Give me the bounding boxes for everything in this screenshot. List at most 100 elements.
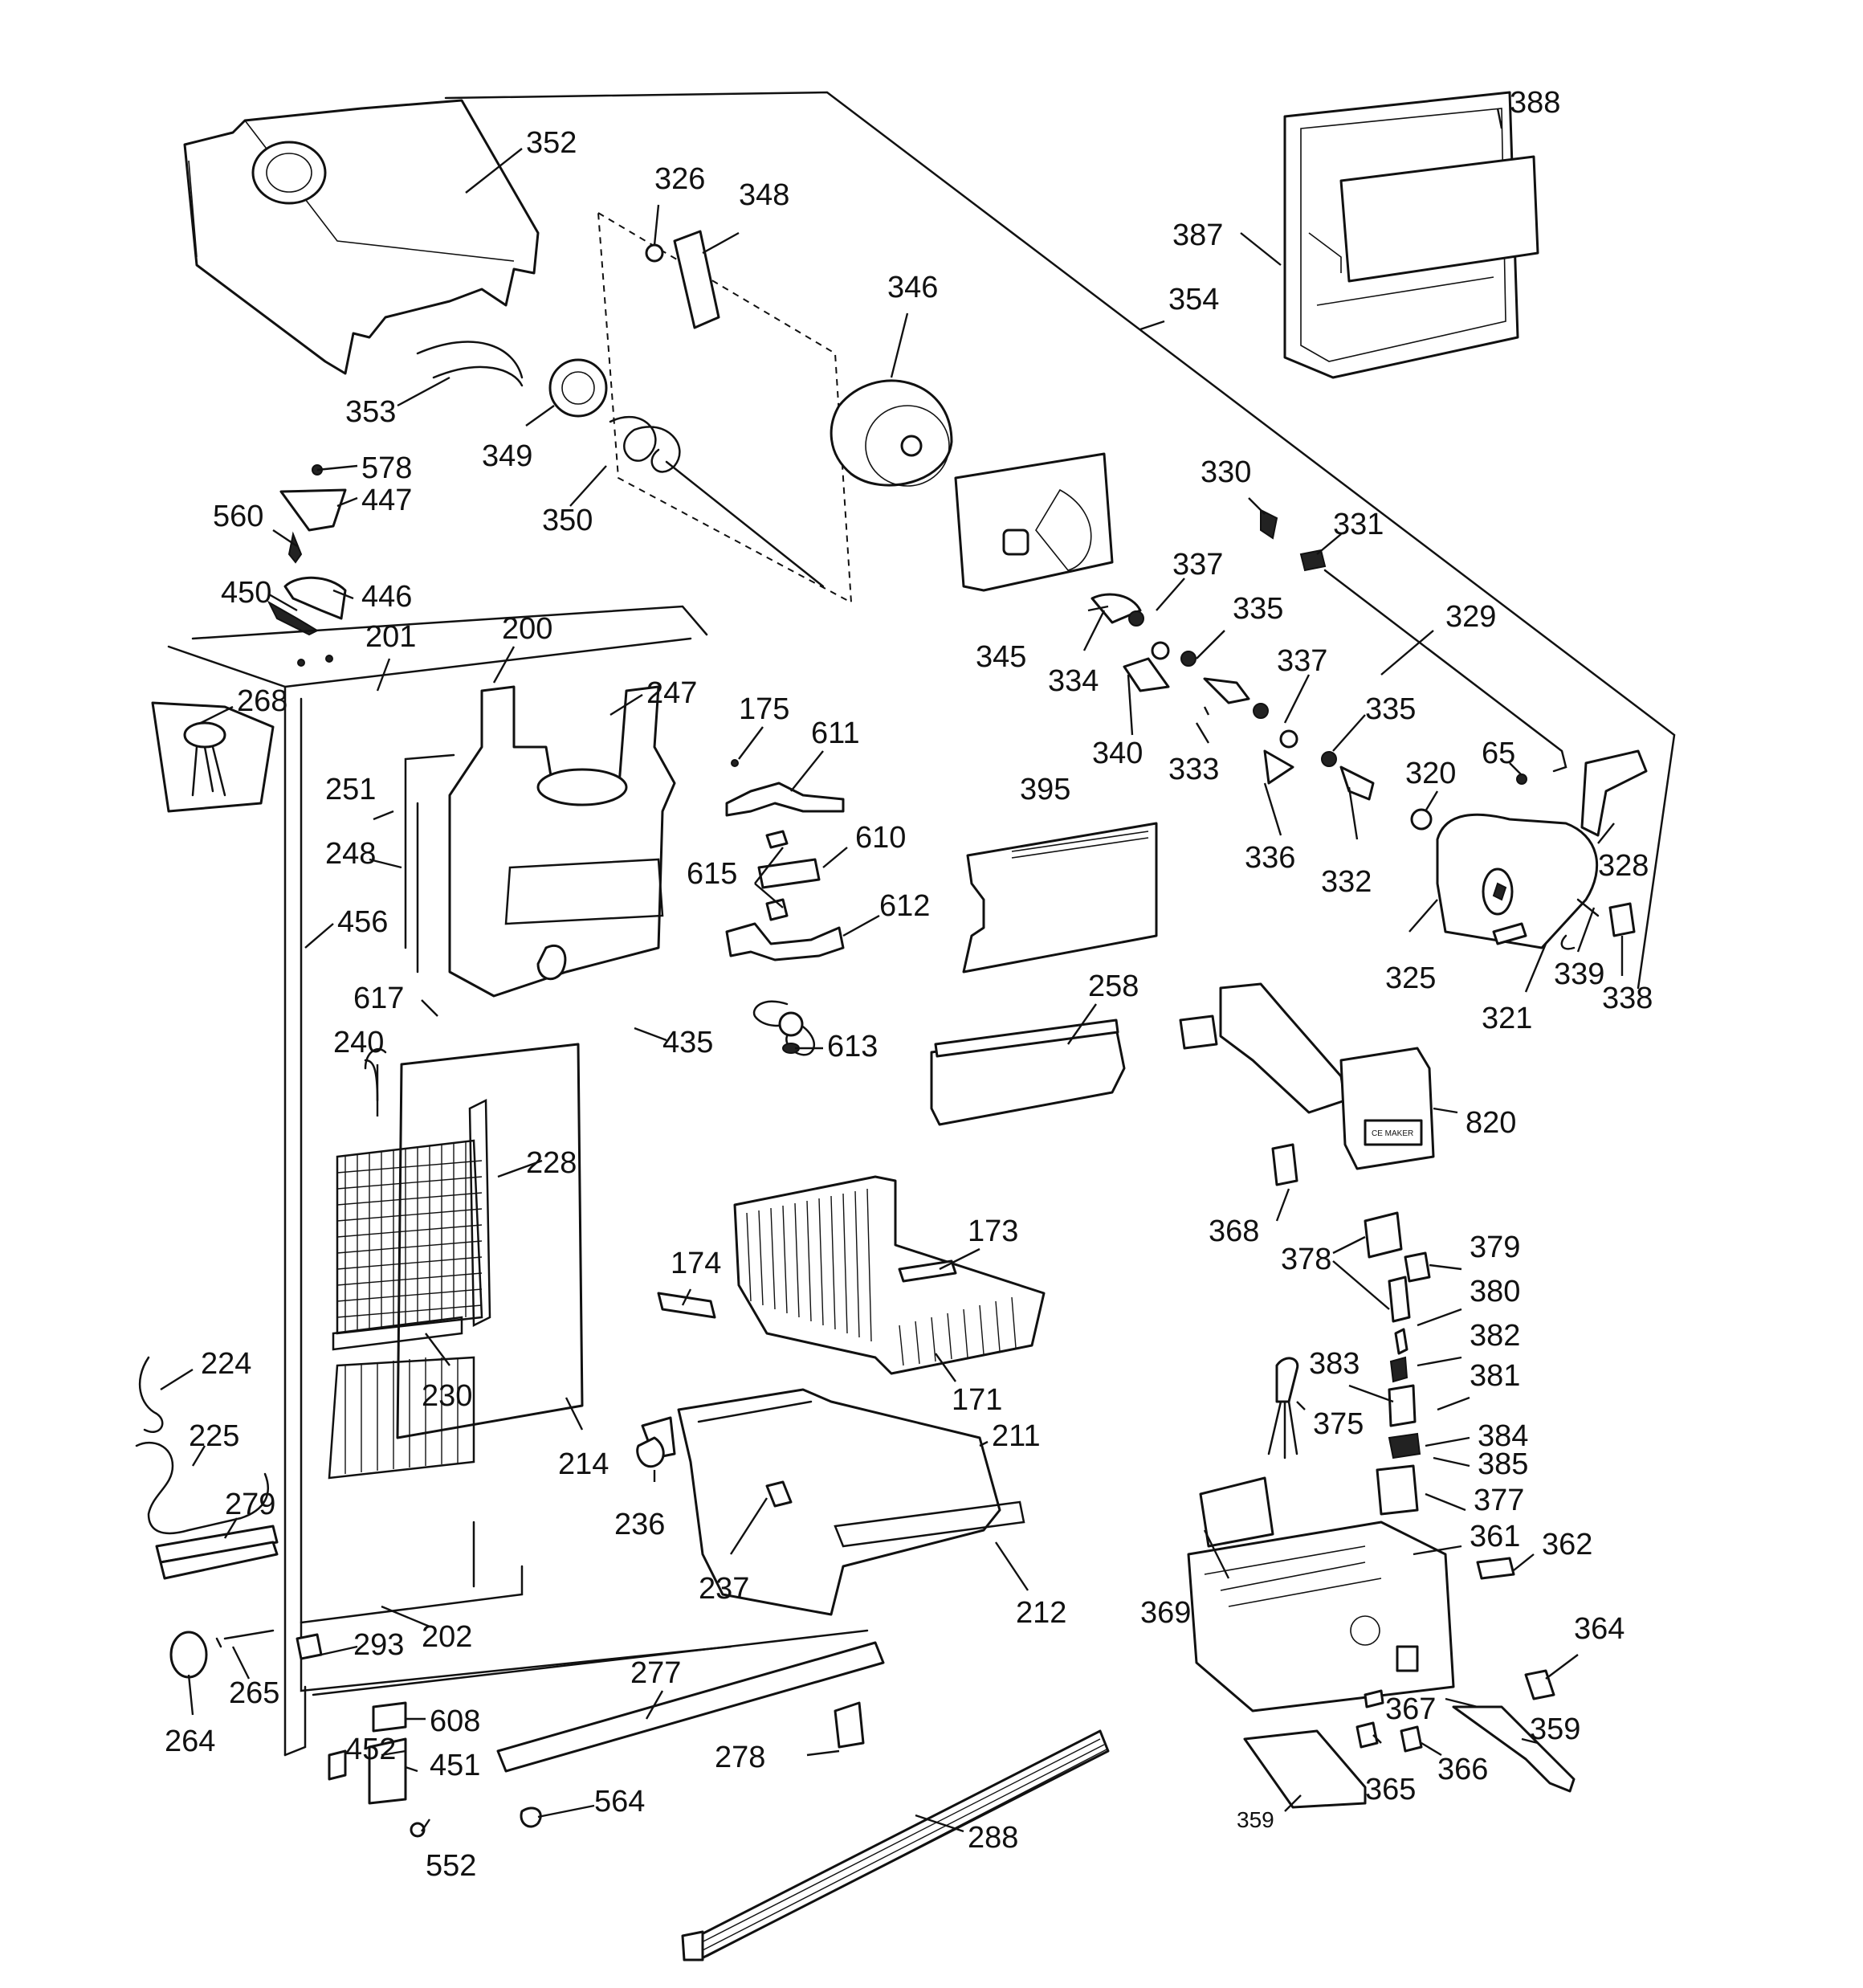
callout-379: 379 xyxy=(1470,1231,1520,1264)
ice-bin-basket-171 xyxy=(657,1175,1046,1375)
evaporator-fan-housing-247 xyxy=(404,685,676,998)
callout-202: 202 xyxy=(422,1620,472,1654)
callout-335a: 335 xyxy=(1233,592,1283,626)
evaporator-coil-228 xyxy=(328,1043,584,1480)
icemaker-label: CE MAKER xyxy=(1372,1129,1413,1138)
callout-330: 330 xyxy=(1201,455,1251,489)
callout-352: 352 xyxy=(526,126,577,160)
callout-240: 240 xyxy=(333,1026,384,1059)
icemaker-mount-plate-345 xyxy=(954,452,1114,592)
callout-268: 268 xyxy=(237,684,287,718)
callout-384: 384 xyxy=(1478,1419,1528,1453)
callout-377: 377 xyxy=(1474,1484,1524,1517)
callout-385: 385 xyxy=(1478,1447,1528,1481)
callout-236: 236 xyxy=(614,1508,665,1541)
callout-610: 610 xyxy=(855,821,906,855)
callout-564: 564 xyxy=(594,1785,645,1819)
auger-drive-parts xyxy=(548,230,953,588)
callout-366: 366 xyxy=(1437,1753,1488,1786)
lamp-socket-268 xyxy=(151,701,275,813)
callout-339: 339 xyxy=(1554,957,1604,991)
callout-447: 447 xyxy=(361,484,412,517)
callout-560: 560 xyxy=(213,500,263,533)
callout-214: 214 xyxy=(558,1447,609,1481)
callout-368: 368 xyxy=(1209,1214,1259,1248)
callout-361: 361 xyxy=(1470,1520,1520,1553)
callout-leader-lines xyxy=(160,108,1624,1833)
callout-258: 258 xyxy=(1088,970,1139,1003)
callout-456: 456 xyxy=(337,905,388,939)
callout-345: 345 xyxy=(976,640,1026,674)
callout-380: 380 xyxy=(1470,1275,1520,1308)
callout-612: 612 xyxy=(879,889,930,923)
callout-237: 237 xyxy=(699,1572,749,1606)
callout-435: 435 xyxy=(662,1026,713,1059)
callout-451: 451 xyxy=(430,1749,480,1782)
bottom-rails xyxy=(328,1641,1110,1961)
icemaker-linkage-parts xyxy=(1090,508,1567,801)
callout-321: 321 xyxy=(1482,1002,1532,1035)
callout-225: 225 xyxy=(189,1419,239,1453)
callout-288: 288 xyxy=(968,1821,1018,1855)
icemaker-cover-325 xyxy=(1410,808,1599,949)
callout-337a: 337 xyxy=(1172,548,1223,582)
callout-228: 228 xyxy=(526,1146,577,1180)
callout-200: 200 xyxy=(502,612,552,646)
callout-365: 365 xyxy=(1365,1773,1416,1806)
callout-359b: 359 xyxy=(1237,1807,1274,1832)
callout-328: 328 xyxy=(1598,849,1649,883)
callout-248: 248 xyxy=(325,837,376,871)
fan-motor-bracket-parts xyxy=(725,759,845,1056)
callout-293: 293 xyxy=(353,1628,404,1662)
callout-452: 452 xyxy=(345,1733,396,1766)
callout-333: 333 xyxy=(1168,753,1219,786)
callout-359a: 359 xyxy=(1530,1712,1580,1746)
callout-387: 387 xyxy=(1172,218,1223,252)
callout-350: 350 xyxy=(542,504,593,537)
left-hardware-cluster xyxy=(267,464,347,636)
callout-381: 381 xyxy=(1470,1359,1520,1393)
callout-331: 331 xyxy=(1333,508,1384,541)
callout-175: 175 xyxy=(739,692,789,726)
callout-353: 353 xyxy=(345,395,396,429)
callout-354: 354 xyxy=(1168,283,1219,316)
callout-617: 617 xyxy=(353,982,404,1015)
callout-346: 346 xyxy=(887,271,938,304)
water-valve-parts xyxy=(1267,1211,1431,1516)
callout-362: 362 xyxy=(1542,1528,1592,1561)
callout-340: 340 xyxy=(1092,737,1143,770)
callout-395: 395 xyxy=(1020,773,1070,806)
crisper-drawer-211 xyxy=(636,1388,1025,1616)
callout-383: 383 xyxy=(1309,1347,1360,1381)
callout-336: 336 xyxy=(1245,841,1295,875)
callout-364: 364 xyxy=(1574,1612,1625,1646)
callout-247: 247 xyxy=(646,676,697,710)
callout-230: 230 xyxy=(422,1379,472,1413)
callout-279: 279 xyxy=(225,1488,275,1521)
callout-320: 320 xyxy=(1405,757,1456,790)
callout-375: 375 xyxy=(1313,1407,1364,1441)
callout-277: 277 xyxy=(630,1656,681,1690)
callout-264: 264 xyxy=(165,1725,215,1758)
callout-65: 65 xyxy=(1482,737,1515,770)
callout-212: 212 xyxy=(1016,1596,1066,1630)
cabinet-liner-200 xyxy=(167,605,869,1757)
callout-450: 450 xyxy=(221,576,271,610)
assembly-guide-lines xyxy=(444,91,1676,990)
callout-335b: 335 xyxy=(1365,692,1416,726)
callout-171: 171 xyxy=(952,1383,1002,1417)
callout-251: 251 xyxy=(325,773,376,806)
callout-613: 613 xyxy=(827,1030,878,1063)
callout-611: 611 xyxy=(811,716,860,750)
callout-349: 349 xyxy=(482,439,532,473)
dispenser-door-387-388 xyxy=(1283,91,1539,379)
callout-224: 224 xyxy=(201,1347,251,1381)
callout-608: 608 xyxy=(430,1704,480,1738)
callout-labels: 352 326 348 346 388 387 354 353 349 350 … xyxy=(165,86,1653,1883)
callout-382: 382 xyxy=(1470,1319,1520,1353)
control-housing-361 xyxy=(1187,1476,1576,1809)
ice-bucket-352 xyxy=(183,99,540,387)
callout-278: 278 xyxy=(715,1741,765,1774)
callout-578: 578 xyxy=(361,451,412,485)
